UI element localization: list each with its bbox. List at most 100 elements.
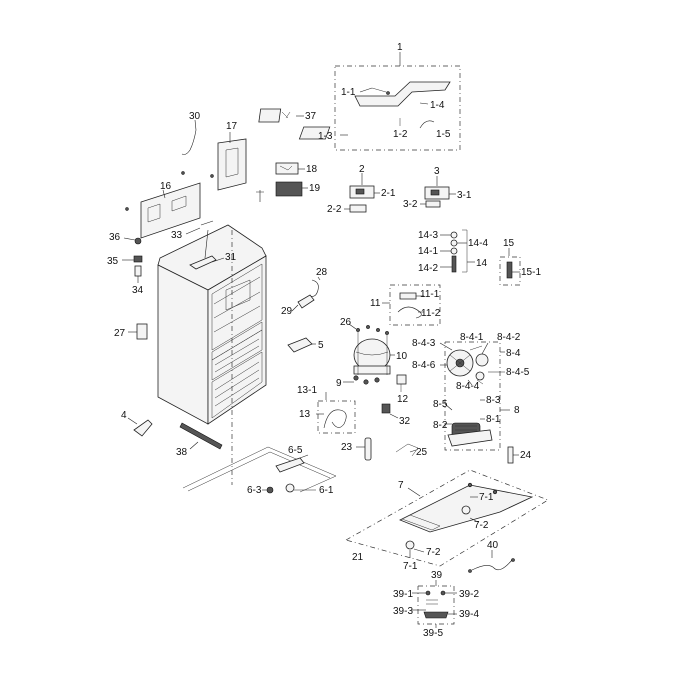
part-7-1-foot-left[interactable] bbox=[405, 540, 415, 550]
part-8-1-tray[interactable] bbox=[447, 429, 493, 447]
label-8-1: 8-1 bbox=[486, 414, 501, 425]
part-4-leg[interactable] bbox=[133, 419, 153, 437]
part-35-clip[interactable] bbox=[133, 255, 143, 263]
part-18-pcb[interactable] bbox=[275, 162, 299, 175]
part-17-panel[interactable] bbox=[217, 138, 247, 191]
part-36-screw[interactable] bbox=[134, 237, 142, 245]
label-1-1: 1-1 bbox=[341, 87, 356, 98]
label-2: 2 bbox=[359, 164, 365, 175]
part-32-cover[interactable] bbox=[381, 403, 391, 414]
part-11-1-clip[interactable] bbox=[399, 292, 417, 300]
label-8-4-6: 8-4-6 bbox=[412, 360, 436, 371]
label-14-2: 14-2 bbox=[418, 263, 438, 274]
label-18: 18 bbox=[306, 164, 318, 175]
label-39-3: 39-3 bbox=[393, 606, 413, 617]
refrigerator-cabinet[interactable] bbox=[157, 224, 267, 425]
part-1-4-bracket[interactable] bbox=[354, 81, 451, 107]
label-7-2a: 7-2 bbox=[474, 520, 489, 531]
part-25-tube[interactable] bbox=[395, 443, 419, 457]
part-group-2 bbox=[344, 173, 380, 213]
label-7: 7 bbox=[398, 480, 404, 491]
label-30: 30 bbox=[189, 111, 201, 122]
label-39-5: 39-5 bbox=[423, 628, 443, 639]
part-37-pcb[interactable] bbox=[258, 108, 282, 123]
label-8-4-1: 8-4-1 bbox=[460, 332, 484, 343]
label-8-4-2: 8-4-2 bbox=[497, 332, 521, 343]
part-27-bracket[interactable] bbox=[136, 323, 148, 340]
label-3-2: 3-2 bbox=[403, 199, 418, 210]
part-1-3-plate[interactable] bbox=[298, 126, 331, 140]
part-7-1-foot-right[interactable] bbox=[461, 505, 471, 515]
part-29-bracket[interactable] bbox=[297, 294, 315, 309]
label-11-1: 11-1 bbox=[420, 289, 440, 300]
label-6-3: 6-3 bbox=[247, 485, 262, 496]
label-15-1: 15-1 bbox=[521, 267, 541, 278]
label-3: 3 bbox=[434, 166, 440, 177]
part-group-1 bbox=[298, 52, 461, 151]
label-13-1: 13-1 bbox=[297, 385, 317, 396]
part-28-wire[interactable] bbox=[309, 279, 319, 297]
part-6-3-screw[interactable] bbox=[266, 486, 274, 494]
part-group-7 bbox=[345, 469, 549, 567]
label-3-1: 3-1 bbox=[457, 190, 472, 201]
part-39-bracket[interactable] bbox=[423, 611, 449, 619]
label-8-4-3: 8-4-3 bbox=[412, 338, 436, 349]
label-39-1: 39-1 bbox=[393, 589, 413, 600]
label-25: 25 bbox=[416, 447, 428, 458]
part-group-40 bbox=[468, 550, 515, 573]
label-1-3: 1-3 bbox=[318, 131, 333, 142]
part-11-2-tube[interactable] bbox=[397, 306, 422, 319]
part-group-6-base bbox=[182, 230, 337, 494]
part-group-15 bbox=[499, 248, 521, 286]
label-9: 9 bbox=[336, 378, 342, 389]
label-39-4: 39-4 bbox=[459, 609, 479, 620]
label-10: 10 bbox=[396, 351, 408, 362]
label-14-4: 14-4 bbox=[468, 238, 488, 249]
label-31: 31 bbox=[225, 252, 237, 263]
label-4: 4 bbox=[121, 410, 127, 421]
label-8-5: 8-5 bbox=[433, 399, 448, 410]
label-32: 32 bbox=[399, 416, 411, 427]
label-29: 29 bbox=[281, 306, 293, 317]
part-group-left-small bbox=[122, 220, 214, 340]
label-39-2: 39-2 bbox=[459, 589, 479, 600]
label-8-4: 8-4 bbox=[506, 348, 521, 359]
part-14-2-rod[interactable] bbox=[451, 255, 457, 273]
label-11: 11 bbox=[370, 298, 381, 309]
part-13-tube[interactable] bbox=[323, 409, 347, 429]
label-8-2: 8-2 bbox=[433, 420, 448, 431]
label-36: 36 bbox=[109, 232, 121, 243]
label-16: 16 bbox=[160, 181, 172, 192]
part-5-hinge[interactable] bbox=[287, 337, 313, 353]
part-40-cable[interactable] bbox=[471, 559, 513, 571]
part-23-drier[interactable] bbox=[364, 437, 372, 461]
part-12-relay[interactable] bbox=[396, 374, 407, 385]
part-34-holder[interactable] bbox=[134, 265, 142, 277]
label-1-2: 1-2 bbox=[393, 129, 408, 140]
label-7-1a: 7-1 bbox=[479, 492, 494, 503]
part-19-board[interactable] bbox=[275, 181, 303, 197]
label-17: 17 bbox=[226, 121, 238, 132]
part-16-cover[interactable] bbox=[140, 182, 201, 239]
label-1-4: 1-4 bbox=[430, 100, 445, 111]
label-14-1: 14-1 bbox=[418, 246, 438, 257]
label-21: 21 bbox=[352, 552, 364, 563]
part-6-5-bracket[interactable] bbox=[275, 457, 305, 473]
label-11-2: 11-2 bbox=[421, 308, 441, 319]
part-38-grille[interactable] bbox=[179, 422, 223, 450]
label-6-5: 6-5 bbox=[288, 445, 303, 456]
label-34: 34 bbox=[132, 285, 144, 296]
part-group-3 bbox=[420, 176, 456, 208]
label-37: 37 bbox=[305, 111, 317, 122]
part-6-1-foot[interactable] bbox=[285, 483, 295, 493]
part-group-top-left bbox=[125, 108, 308, 239]
part-group-11 bbox=[382, 284, 441, 326]
part-2-2-cover[interactable] bbox=[349, 204, 367, 213]
part-24-sensor[interactable] bbox=[507, 446, 514, 464]
part-30-wire[interactable] bbox=[181, 129, 197, 155]
part-15-1-sensor[interactable] bbox=[506, 261, 513, 279]
label-2-1: 2-1 bbox=[381, 188, 396, 199]
part-3-2-cover[interactable] bbox=[425, 200, 441, 208]
label-35: 35 bbox=[107, 256, 119, 267]
